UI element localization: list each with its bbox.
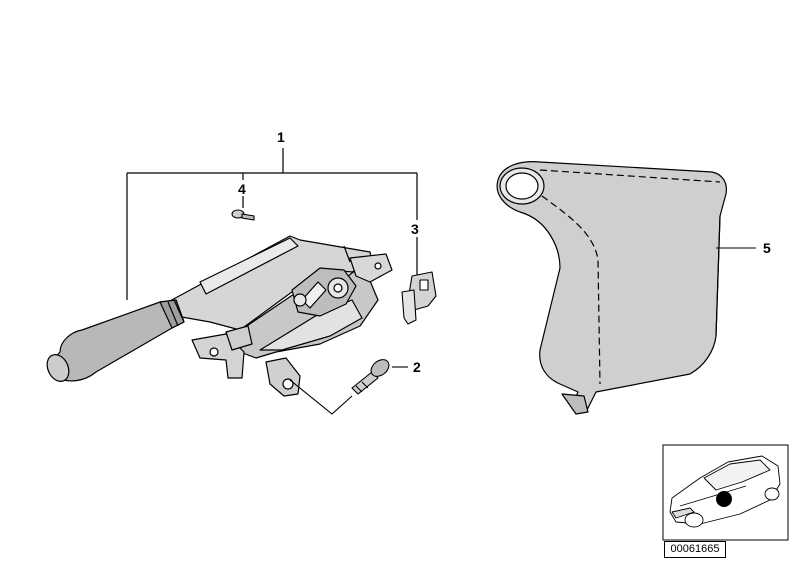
locator-thumbnail [662,444,789,541]
reference-number: 00061665 [664,541,726,558]
callout-5: 5 [763,240,771,256]
location-marker [716,491,732,507]
car-icon [669,455,781,528]
clip-part-3 [401,271,437,325]
callout-3: 3 [411,221,419,237]
screw-part-4 [231,209,255,221]
callout-4: 4 [238,181,246,197]
bolt-part-2 [351,359,390,395]
boot-part-5 [496,161,727,415]
callout-2: 2 [413,359,421,375]
handbrake-lever [46,235,393,397]
bolt-leader [289,366,408,415]
callout-1: 1 [277,129,285,145]
assembly-1-bracket [126,148,418,300]
